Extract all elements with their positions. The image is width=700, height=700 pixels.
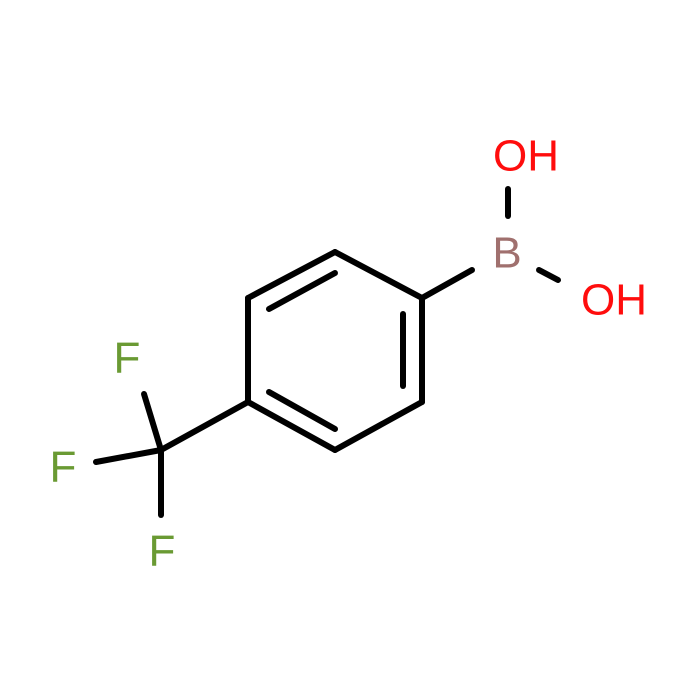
f-bottom-label: F bbox=[149, 527, 176, 576]
f-left-label: F bbox=[50, 443, 77, 492]
ring-cf3-bond bbox=[158, 399, 251, 453]
boron-label: B bbox=[492, 229, 521, 278]
oh-top-label: OH bbox=[493, 132, 559, 181]
double-bond-inner bbox=[266, 389, 338, 432]
boron-oh-right-bond bbox=[536, 267, 561, 283]
double-bond-inner bbox=[266, 270, 338, 312]
f-top-label: F bbox=[114, 334, 141, 383]
ring-bond bbox=[332, 249, 425, 301]
oh-right-label: OH bbox=[581, 276, 647, 325]
ring-bond bbox=[245, 399, 338, 453]
carbon-f-top-bond bbox=[141, 391, 164, 453]
carbon-boron-bond bbox=[419, 267, 475, 301]
ring-bond bbox=[245, 249, 338, 301]
carbon-f-left-bond bbox=[93, 447, 164, 465]
ring-bond bbox=[332, 399, 425, 453]
bonds bbox=[93, 186, 561, 518]
atom-labels: OH B OH F F F bbox=[50, 132, 647, 576]
